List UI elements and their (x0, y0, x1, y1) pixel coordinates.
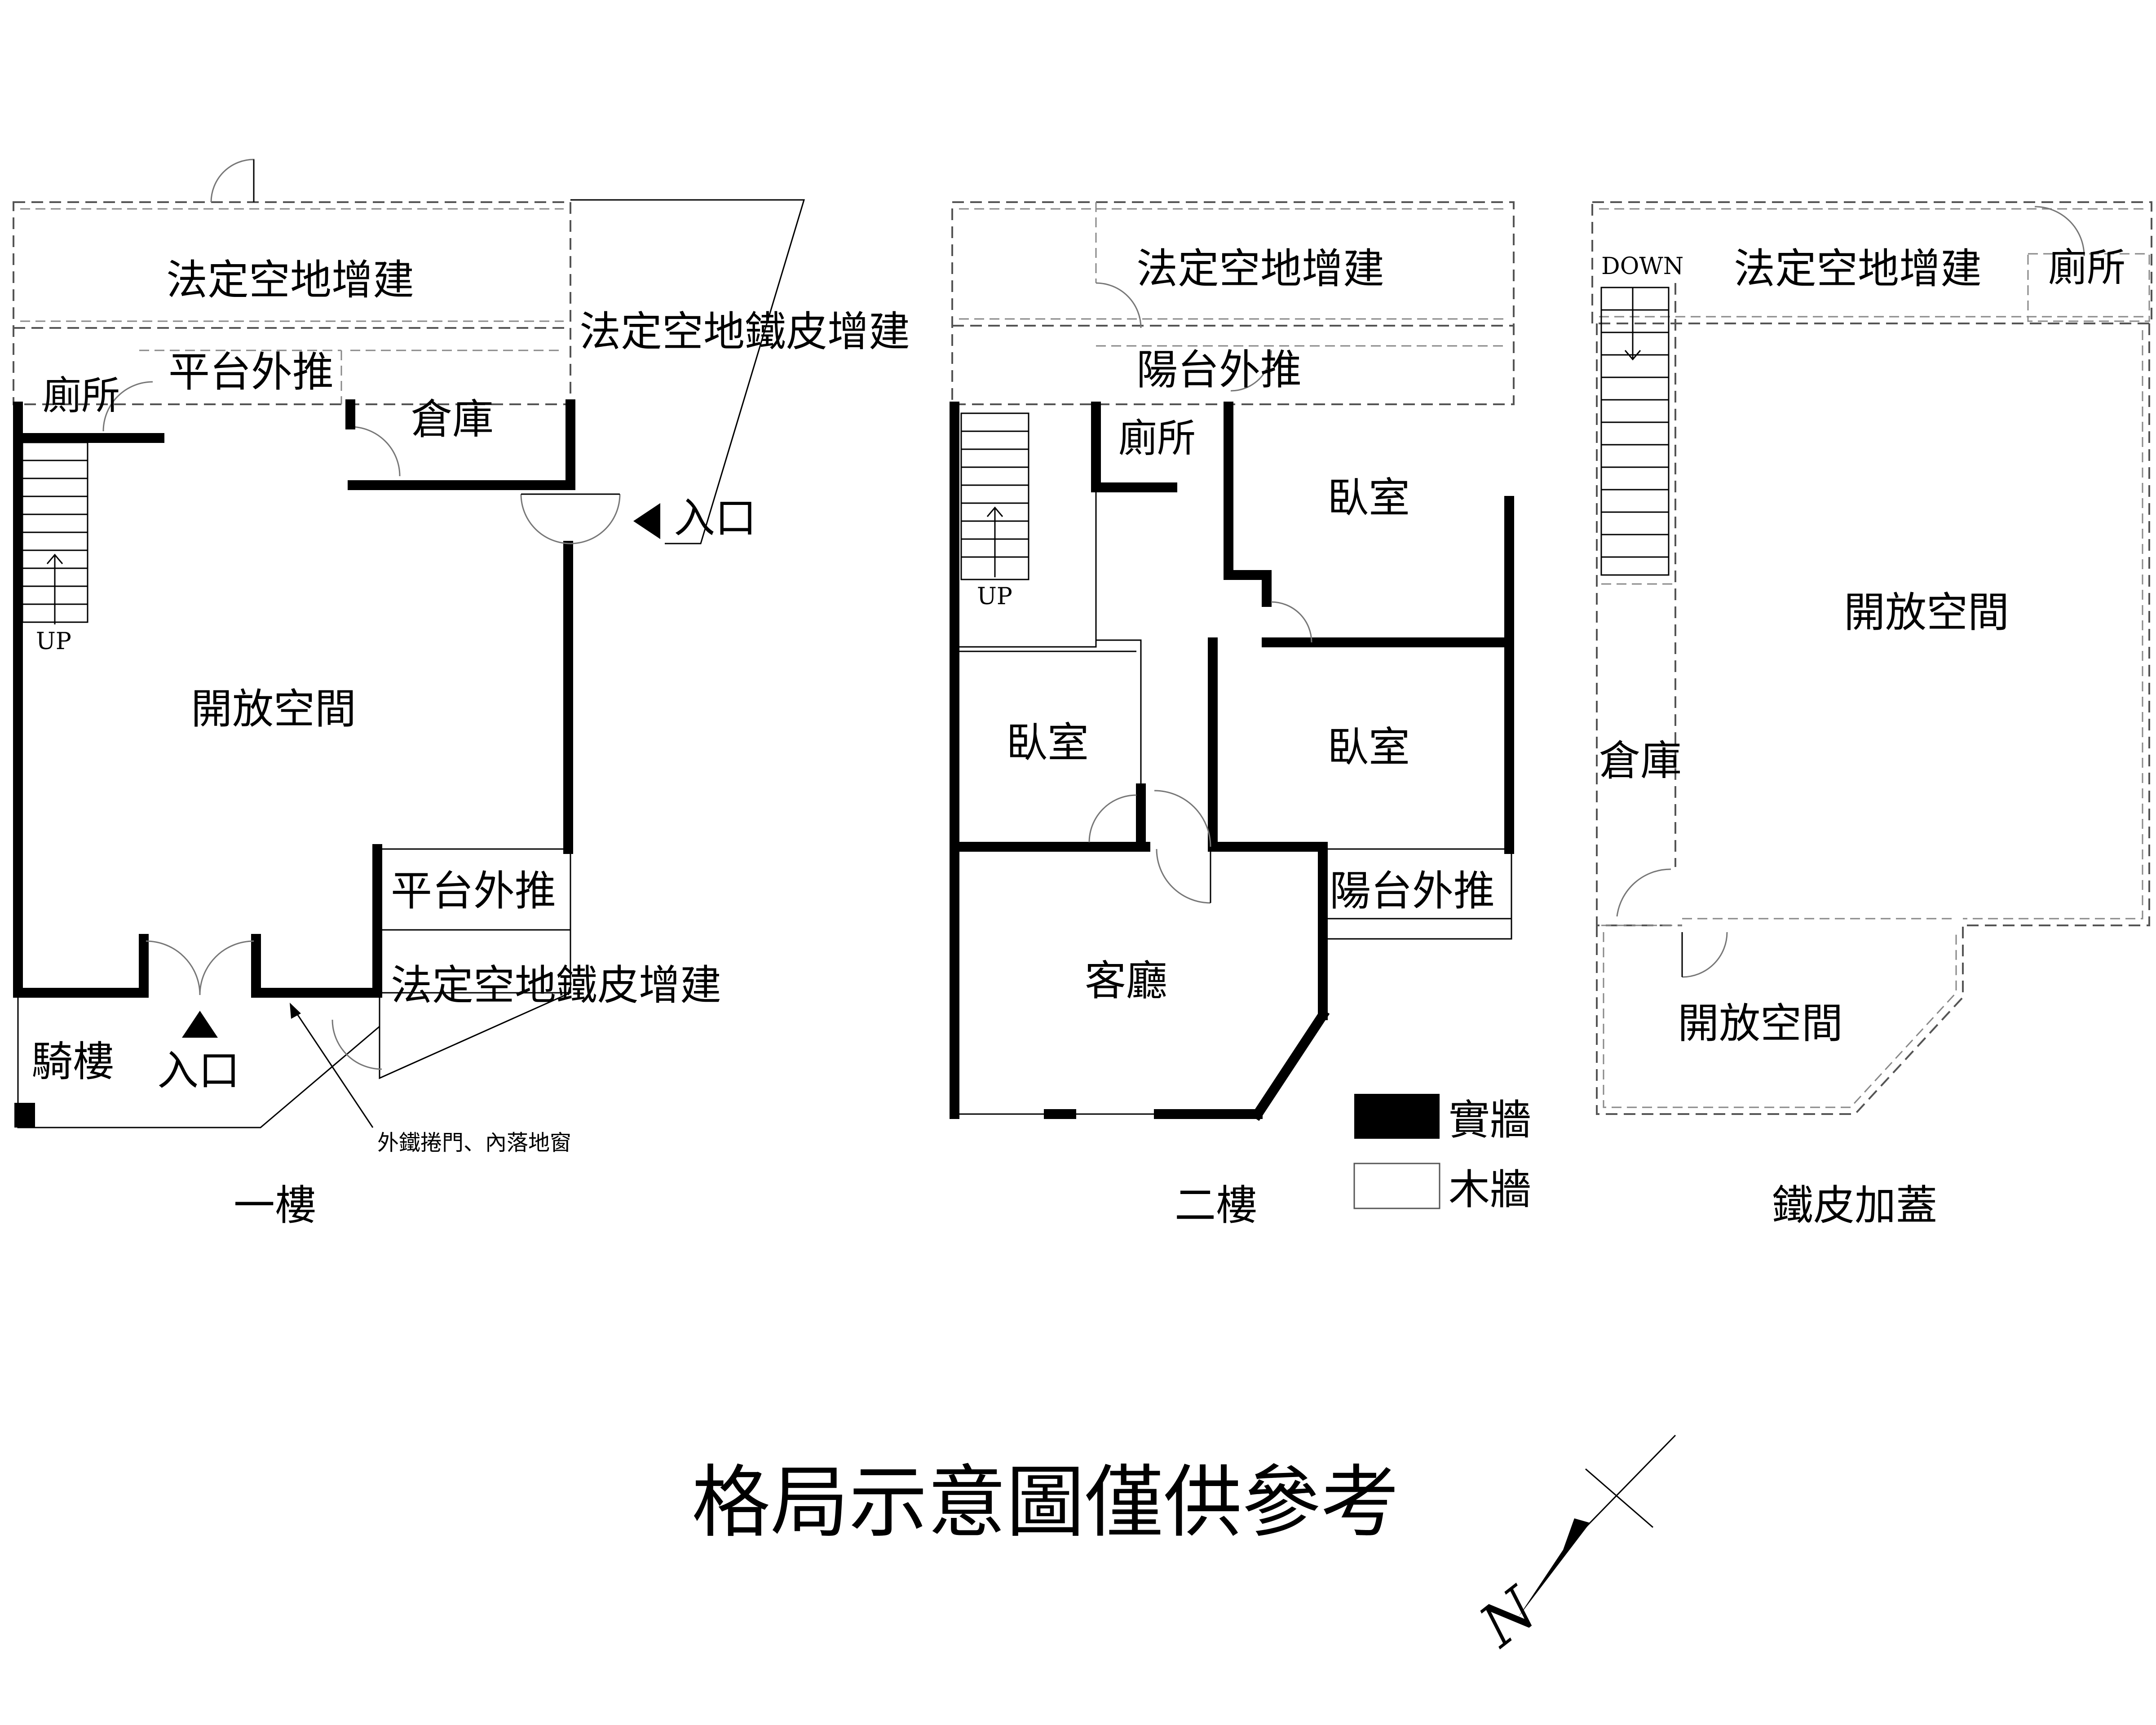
roof-stair-label: DOWN (1601, 253, 1683, 280)
floor-1-plan (13, 159, 805, 1128)
f2-living-room-label: 客廳 (1085, 957, 1167, 1005)
floor-2-plan (950, 201, 1515, 1121)
f1-entrance-side-label: 入口 (674, 494, 756, 542)
compass-needle-icon (1518, 1518, 1590, 1617)
f1-entrance-front-label: 入口 (157, 1047, 240, 1095)
roof-open-space-main-label: 開放空間 (1844, 588, 2009, 637)
f1-rear-addition-label: 法定空地增建 (166, 256, 414, 304)
legend-solid-wall-label: 實牆 (1449, 1096, 1531, 1144)
f2-stair-label: UP (977, 583, 1012, 610)
legend-wood-wall-label: 木牆 (1449, 1166, 1531, 1214)
roof-storage-label: 倉庫 (1599, 737, 1682, 785)
f2-balcony-rear-label: 陽台外推 (1136, 346, 1302, 394)
f1-platform-front-label: 平台外推 (391, 867, 556, 915)
f2-bedroom-a-label: 臥室 (1327, 474, 1410, 522)
compass (1518, 1434, 1676, 1617)
f1-title: 一樓 (234, 1181, 316, 1230)
f2-bedroom-b-label: 臥室 (1006, 719, 1089, 767)
floor-1-stairs (22, 442, 88, 624)
f2-title: 二樓 (1175, 1181, 1257, 1230)
f2-toilet-label: 廁所 (1118, 416, 1196, 461)
f1-stair-label: UP (36, 628, 71, 655)
legend-wood-wall-swatch (1353, 1163, 1440, 1209)
f2-balcony-front-label: 陽台外推 (1330, 867, 1495, 915)
f1-note-label: 外鐵捲門、內落地窗 (377, 1130, 571, 1155)
f2-bedroom-c-label: 臥室 (1327, 723, 1410, 771)
legend-solid-wall-swatch (1354, 1094, 1440, 1139)
legend (1353, 1094, 1440, 1209)
roof-plan (1591, 201, 2152, 1115)
roof-toilet-label: 廁所 (2048, 245, 2125, 290)
compass-north-label: N (1467, 1573, 1551, 1660)
roof-title: 鐵皮加蓋 (1772, 1181, 1937, 1230)
disclaimer-title: 格局示意圖僅供參考 (692, 1457, 1399, 1548)
roof-rear-addition-label: 法定空地增建 (1734, 245, 1982, 293)
f1-toilet-label: 廁所 (43, 373, 120, 418)
f1-arcade-label: 騎樓 (31, 1038, 114, 1086)
f2-rear-addition-label: 法定空地增建 (1136, 245, 1384, 293)
roof-stairs (1600, 287, 1670, 576)
f1-iron-addition-front-label: 法定空地鐵皮增建 (391, 961, 721, 1009)
f1-storage-label: 倉庫 (411, 395, 494, 443)
f1-open-space-label: 開放空間 (191, 685, 356, 733)
f1-iron-addition-rear-label: 法定空地鐵皮增建 (579, 308, 910, 356)
roof-open-space-front-label: 開放空間 (1678, 1000, 1843, 1048)
f1-platform-rear-label: 平台外推 (168, 348, 334, 396)
floor-2-stairs (960, 412, 1029, 580)
